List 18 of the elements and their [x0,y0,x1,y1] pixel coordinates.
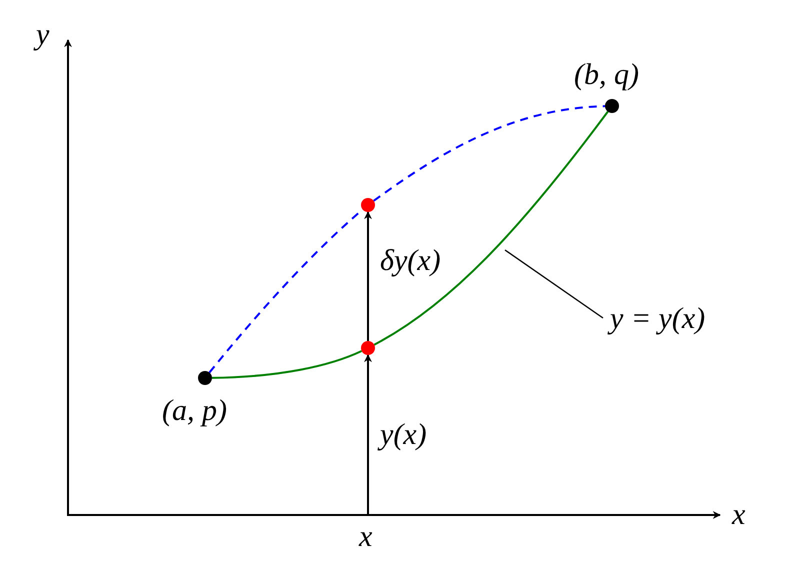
point-label: (a, p) [162,396,227,426]
arrow [364,354,372,515]
curve [373,105,606,202]
point-marker [198,371,212,385]
edge-label: y(x) [380,420,427,450]
curve [212,350,362,379]
axis-label: y [36,20,50,50]
edge-label: δy(x) [380,246,441,276]
curve [374,111,609,346]
point-marker [605,99,619,113]
arrow [364,211,372,341]
point-marker [361,341,375,355]
curve-label: y = y(x) [610,304,706,334]
axis-label: x [732,500,746,530]
point-label: (b, q) [574,60,639,90]
tick-label: x [359,522,372,552]
leader-line [504,249,604,319]
point-marker [361,198,375,212]
